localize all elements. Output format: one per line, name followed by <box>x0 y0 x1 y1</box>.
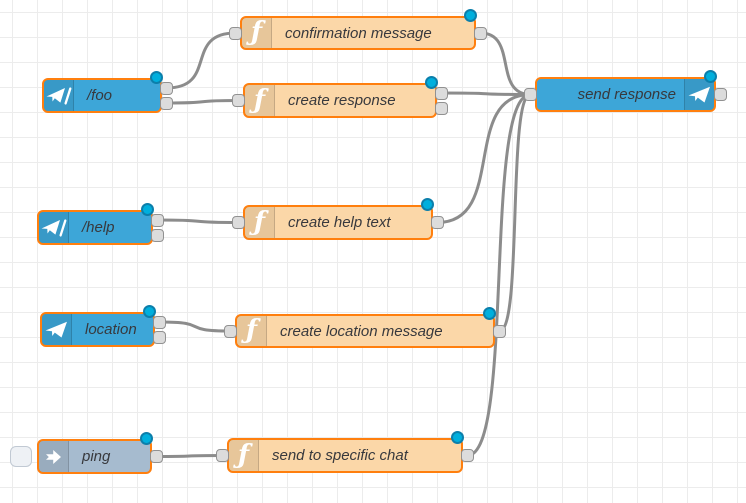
output-port-0[interactable] <box>431 216 444 229</box>
wire-create_help_text-to-send_response[interactable] <box>436 93 532 224</box>
paper-plane-slash-icon <box>44 80 74 111</box>
wire-send_to_specific_chat-to-send_response[interactable] <box>466 93 532 457</box>
input-port[interactable] <box>232 216 245 229</box>
paper-plane-icon <box>684 79 714 110</box>
changed-indicator <box>483 307 496 320</box>
input-port[interactable] <box>216 449 229 462</box>
input-port[interactable] <box>229 26 242 40</box>
node-label: confirmation message <box>285 24 432 42</box>
inject-button[interactable] <box>10 446 32 467</box>
changed-indicator <box>141 203 154 216</box>
input-port[interactable] <box>232 94 245 107</box>
inject-arrow-icon <box>39 441 69 472</box>
wire-create_location_message-to-send_response[interactable] <box>498 93 532 333</box>
node-ping[interactable]: ping <box>37 439 152 474</box>
function-icon: ƒ <box>229 440 259 471</box>
changed-indicator <box>143 305 156 318</box>
node-label: location <box>85 321 137 338</box>
wire-confirmation_message-to-send_response[interactable] <box>479 31 532 96</box>
changed-indicator <box>451 431 464 444</box>
output-port-1[interactable] <box>151 228 164 242</box>
function-icon: ƒ <box>245 85 275 116</box>
wire-foo-to-confirmation_message[interactable] <box>165 31 237 90</box>
node-label: create help text <box>288 214 391 231</box>
output-port-0[interactable] <box>493 324 506 338</box>
function-icon: ƒ <box>242 18 272 48</box>
output-port-0[interactable] <box>160 81 173 95</box>
node-label: create location message <box>280 322 443 340</box>
output-port-0[interactable] <box>153 315 166 329</box>
changed-indicator <box>421 198 434 211</box>
output-port-0[interactable] <box>714 88 727 101</box>
changed-indicator <box>140 432 153 445</box>
wire-create_response-to-send_response[interactable] <box>440 91 532 96</box>
node-label: create response <box>288 92 396 109</box>
node-create-response[interactable]: ƒ create response <box>243 83 437 118</box>
input-port[interactable] <box>224 324 237 338</box>
output-port-0[interactable] <box>150 450 163 463</box>
output-port-1[interactable] <box>153 330 166 344</box>
wire-foo-to-create_response[interactable] <box>165 99 240 105</box>
node-confirmation-message[interactable]: ƒ confirmation message <box>240 16 476 50</box>
node-create-location-message[interactable]: ƒ create location message <box>235 314 495 348</box>
changed-indicator <box>150 71 163 84</box>
function-icon: ƒ <box>245 207 275 238</box>
paper-plane-icon <box>42 314 72 345</box>
wire-ping-to-send_to_specific_chat[interactable] <box>155 454 224 458</box>
output-port-0[interactable] <box>151 213 164 227</box>
function-icon: ƒ <box>237 316 267 346</box>
paper-plane-slash-icon <box>39 212 69 243</box>
input-port[interactable] <box>524 88 537 101</box>
node-label: send to specific chat <box>272 447 408 464</box>
node-create-help-text[interactable]: ƒ create help text <box>243 205 433 240</box>
wire-location-to-create_location_message[interactable] <box>158 320 232 333</box>
node-help[interactable]: /help <box>37 210 153 245</box>
node-foo[interactable]: /foo <box>42 78 162 113</box>
node-location[interactable]: location <box>40 312 155 347</box>
changed-indicator <box>464 9 477 22</box>
output-port-0[interactable] <box>461 449 474 462</box>
output-port-1[interactable] <box>160 96 173 110</box>
node-send-to-specific-chat[interactable]: ƒ send to specific chat <box>227 438 463 473</box>
changed-indicator <box>704 70 717 83</box>
node-send-response[interactable]: send response <box>535 77 716 112</box>
output-port-0[interactable] <box>474 26 487 40</box>
changed-indicator <box>425 76 438 89</box>
node-label: send response <box>577 86 676 103</box>
output-port-0[interactable] <box>435 86 448 100</box>
output-port-1[interactable] <box>435 101 448 115</box>
wire-help-to-create_help_text[interactable] <box>156 218 240 224</box>
node-label: /help <box>82 219 115 236</box>
node-label: ping <box>82 448 111 465</box>
node-label: /foo <box>87 87 113 104</box>
